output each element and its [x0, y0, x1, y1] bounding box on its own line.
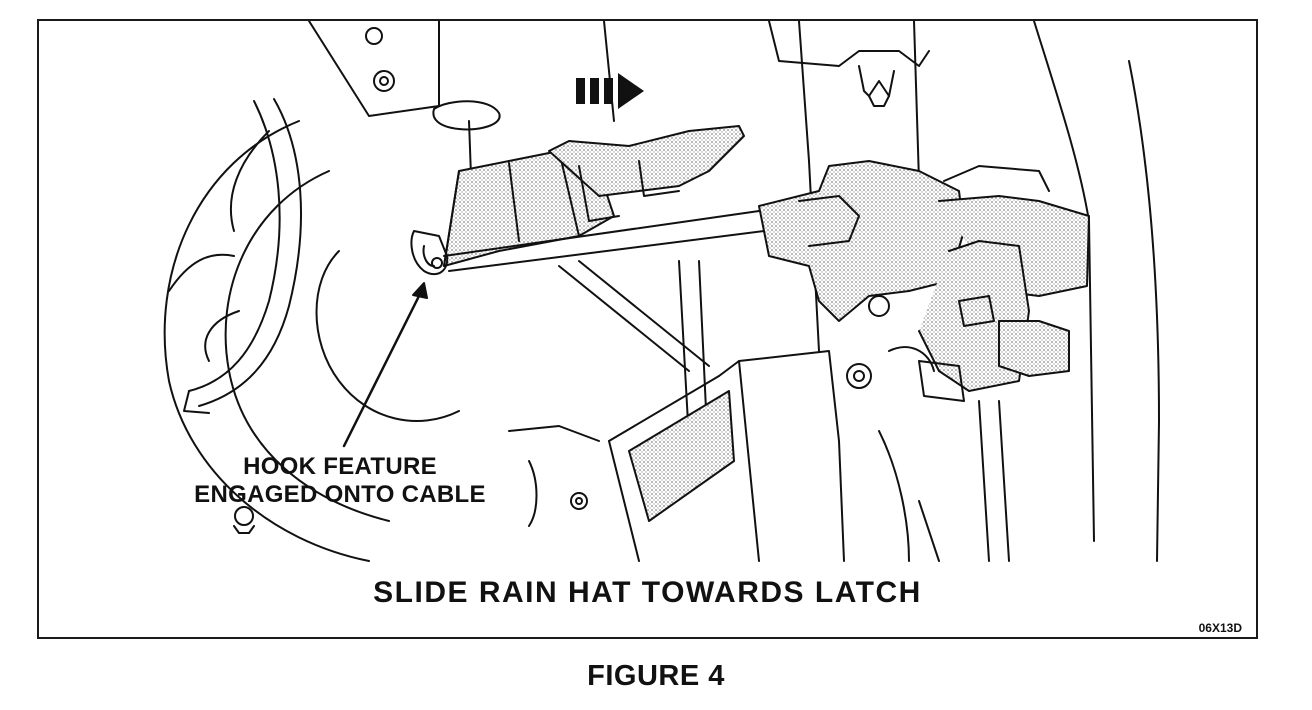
door-frame-lines	[603, 21, 1160, 562]
speaker-ring	[163, 120, 460, 562]
callout-leader-line	[342, 284, 426, 448]
hook-feature-callout: HOOK FEATURE ENGAGED ONTO CABLE	[175, 453, 505, 509]
diagram-frame: HOOK FEATURE ENGAGED ONTO CABLE SLIDE RA…	[37, 19, 1258, 639]
callout-line-1: HOOK FEATURE	[243, 453, 437, 480]
rain-hat-lever	[548, 125, 745, 222]
lower-rivet	[233, 506, 255, 534]
callout-arrowhead	[412, 282, 428, 299]
upper-clip	[768, 21, 930, 107]
right-arrow-icon	[576, 73, 644, 109]
figure-label: FIGURE 4	[587, 660, 725, 692]
latch-assembly	[758, 160, 1090, 402]
cable-rod	[443, 210, 765, 372]
callout-line-2: ENGAGED ONTO CABLE	[194, 481, 486, 508]
lower-housing	[508, 350, 940, 562]
image-code: 06X13D	[1198, 621, 1242, 635]
door-cable-sweep	[183, 98, 302, 414]
hook-feature	[410, 230, 449, 276]
instruction-caption: SLIDE RAIN HAT TOWARDS LATCH	[373, 576, 922, 609]
latch-illustration	[163, 21, 1160, 562]
upper-bracket	[308, 21, 501, 192]
